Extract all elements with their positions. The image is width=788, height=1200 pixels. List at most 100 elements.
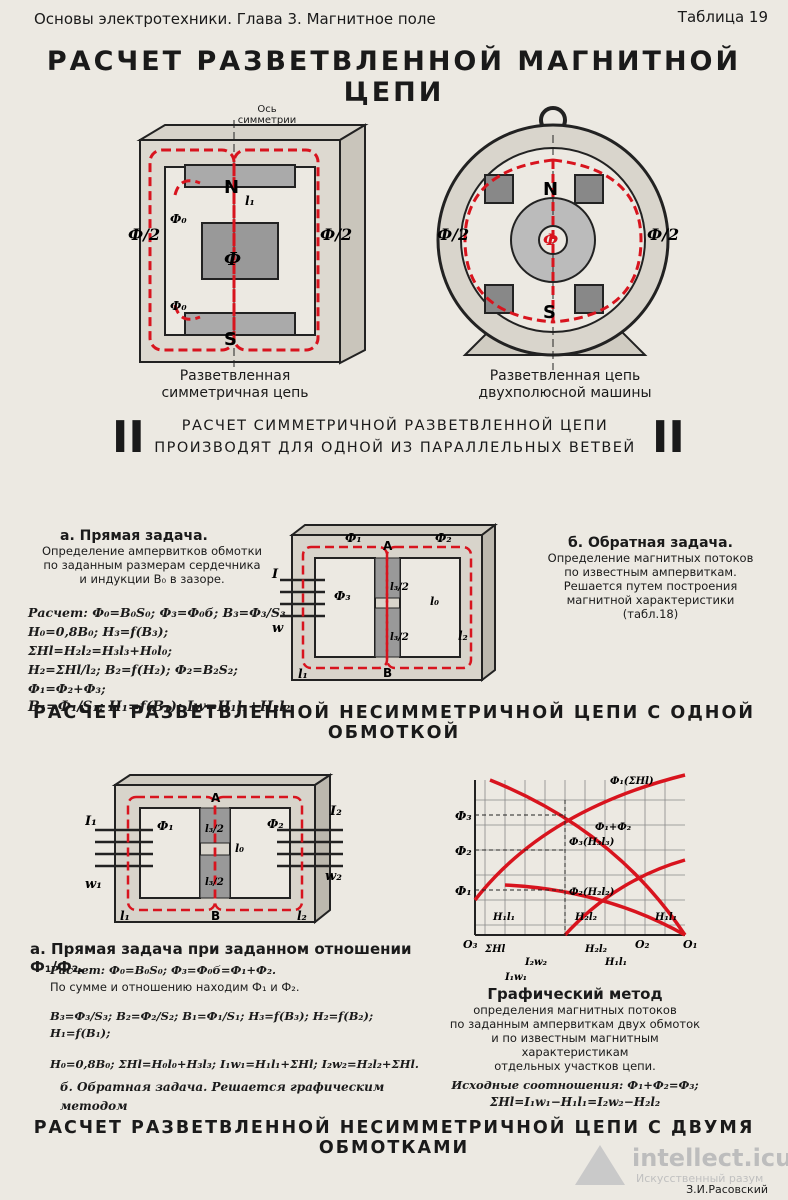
s2-b-title: б. Обратная задача. bbox=[568, 535, 733, 551]
s2-l3-bottom: l₃/2 bbox=[390, 632, 409, 643]
s2-phi1: Ф₁ bbox=[345, 531, 362, 545]
phi0-top: Ф₀ bbox=[170, 212, 187, 226]
s2-a-title: а. Прямая задача. bbox=[60, 528, 208, 544]
s2-eq3: H₂=ΣHl/l₂; B₂=f(H₂); Ф₂=B₂S₂; Ф₁=Ф₂+Ф₃; bbox=[28, 662, 238, 696]
graph-method-title: Графический метод bbox=[487, 985, 663, 1003]
banner-bars-right: II bbox=[652, 412, 685, 463]
graph-h1l1-left: H₁l₁ bbox=[492, 912, 515, 923]
s3-w1: w₁ bbox=[85, 877, 102, 892]
graph-curve-sum: Ф₁+Ф₂ bbox=[595, 822, 632, 833]
s2-inverse-task: б. Обратная задача. Определение магнитны… bbox=[538, 535, 763, 621]
s3-phi2: Ф₂ bbox=[267, 817, 284, 831]
s2-winding: w bbox=[272, 621, 284, 636]
header-left: Основы электротехники. Глава 3. Магнитно… bbox=[34, 10, 436, 28]
banner-line-2: ПРОИЗВОДЯТ ДЛЯ ОДНОЙ ИЗ ПАРАЛЛЕЛЬНЫХ ВЕТ… bbox=[154, 440, 636, 456]
s2-l3-top: l₃/2 bbox=[390, 582, 409, 593]
phi-center: Ф bbox=[224, 249, 241, 270]
s3-b-text: б. Обратная задача. Решается графическим… bbox=[60, 1080, 385, 1113]
s3-i2: I₂ bbox=[329, 804, 342, 819]
s3-l0: l₀ bbox=[235, 842, 244, 855]
graph-phi2: Ф₂ bbox=[455, 844, 472, 858]
machine-pole-s: S bbox=[543, 302, 556, 323]
phi-half-right: Ф/2 bbox=[320, 225, 352, 244]
l1-top: l₁ bbox=[245, 194, 255, 208]
banner-bars-left: II bbox=[112, 412, 145, 463]
graph-o3: O₃ bbox=[463, 938, 478, 951]
graph-i1w1: I₁w₁ bbox=[504, 972, 527, 983]
machine-phi-center: Ф bbox=[543, 230, 558, 249]
s3-i1: I₁ bbox=[85, 814, 97, 829]
s3-a-title: а. Прямая задача при заданном отношении … bbox=[30, 940, 412, 976]
graph-o1: O₁ bbox=[683, 938, 697, 951]
s3-l2: l₂ bbox=[297, 909, 307, 923]
two-pole-machine-diagram: N S Ф/2 Ф/2 Ф bbox=[436, 106, 679, 370]
pole-s: S bbox=[224, 329, 237, 350]
graph-h2l2: H₂l₂ bbox=[584, 944, 608, 955]
s2-phi3: Ф₃ bbox=[334, 589, 351, 603]
banner-text: РАСЧЕТ СИММЕТРИЧНОЙ РАЗВЕТВЛЕННОЙ ЦЕПИ П… bbox=[140, 415, 650, 459]
s3-eq3: B₃=Ф₃/S₃; B₂=Ф₂/S₂; B₁=Ф₁/S₁; H₃=f(B₃); … bbox=[50, 1009, 374, 1040]
s3-eq2: По сумме и отношению находим Ф₁ и Ф₂. bbox=[50, 980, 300, 994]
graph-curve-phi3: Ф₃(H₃l₃) bbox=[569, 837, 615, 848]
graph-h2l2-top: H₂l₂ bbox=[574, 912, 598, 923]
s2-b-text: Определение магнитных потоков по известн… bbox=[547, 551, 754, 621]
graph-h1l1-right: H₁l₁ bbox=[654, 912, 677, 923]
graph-relations2: ΣHl=I₁w₁−H₁l₁=I₂w₂−H₂l₂ bbox=[489, 1095, 661, 1109]
watermark: intellect.icu Искусственный разум bbox=[570, 1140, 788, 1190]
s3-eq1: Расчет: Ф₀=B₀S₀; Ф₃=Ф₀б=Ф₁+Ф₂. bbox=[50, 963, 276, 977]
banner-line-1: РАСЧЕТ СИММЕТРИЧНОЙ РАЗВЕТВЛЕННОЙ ЦЕПИ bbox=[181, 418, 609, 434]
graph-description: Графический метод определения магнитных … bbox=[445, 985, 705, 1111]
watermark-subtitle: Искусственный разум bbox=[636, 1172, 764, 1185]
author: З.И.Расовский bbox=[686, 1183, 768, 1196]
s3-eq4: H₀=0,8B₀; ΣHl=H₀l₀+H₃l₃; I₁w₁=H₁l₁+ΣHl; … bbox=[50, 1057, 419, 1071]
s3-l1: l₁ bbox=[120, 909, 130, 923]
s2-direct-task: а. Прямая задача. Определение ампервитко… bbox=[32, 528, 272, 586]
watermark-logo-icon bbox=[575, 1145, 625, 1185]
machine-phi-half-right: Ф/2 bbox=[647, 225, 679, 244]
watermark-text: intellect.icu bbox=[632, 1144, 788, 1172]
graphical-method-chart: Ф₃ Ф₂ Ф₁ Ф₁(ΣHl) Ф₁+Ф₂ Ф₃(H₃l₃) Ф₂(H₂l₂)… bbox=[455, 773, 697, 983]
s3-phi1: Ф₁ bbox=[157, 819, 174, 833]
s2-node-b: B bbox=[383, 666, 392, 680]
fig1-caption: Разветвленная симметричная цепь bbox=[161, 368, 309, 401]
s2-heading: РАСЧЕТ РАЗВЕТВЛЕННОЙ НЕСИММЕТРИЧНОЙ ЦЕПИ… bbox=[33, 703, 755, 743]
s2-current: I bbox=[271, 567, 279, 582]
graph-phi3: Ф₃ bbox=[455, 809, 472, 823]
graph-h1l1-bottom: H₁l₁ bbox=[604, 957, 627, 968]
s3-w2: w₂ bbox=[325, 869, 342, 884]
s3-heading: РАСЧЕТ РАЗВЕТВЛЕННОЙ НЕСИММЕТРИЧНОЙ ЦЕПИ… bbox=[33, 1118, 755, 1158]
s2-node-a: A bbox=[383, 539, 393, 553]
fig2-caption: Разветвленная цепь двухполюсной машины bbox=[478, 368, 652, 401]
page-title: РАСЧЕТ РАЗВЕТВЛЕННОЙ МАГНИТНОЙ ЦЕПИ bbox=[46, 46, 742, 108]
s2-a-text: Определение ампервитков обмотки по задан… bbox=[41, 544, 263, 586]
s2-l0: l₀ bbox=[430, 595, 439, 608]
s3-node-a: A bbox=[211, 791, 221, 805]
s2-equations: Расчет: Ф₀=B₀S₀; Ф₃=Ф₀б; B₃=Ф₃/S₃ H₀=0,8… bbox=[28, 603, 298, 717]
symmetric-core-diagram: Ф/2 Ф/2 Ф N S Ф₀ Ф₀ l₁ bbox=[128, 120, 369, 367]
graph-i2w2: I₂w₂ bbox=[524, 957, 548, 968]
graph-curve-phi1-shl: Ф₁(ΣHl) bbox=[610, 776, 654, 787]
s2-l1: l₁ bbox=[298, 667, 308, 681]
asym-core-two-windings-diagram: I₁ I₂ w₁ w₂ Ф₁ Ф₂ A B l₁ l₂ l₃/2 l₃/2 l₀ bbox=[85, 773, 343, 925]
s3-node-b: B bbox=[211, 909, 220, 923]
graph-phi1: Ф₁ bbox=[455, 884, 472, 898]
asym-core-single-winding-diagram: Ф₁ Ф₂ Ф₃ A B I w l₁ l₂ l₃/2 l₃/2 l₀ bbox=[271, 522, 498, 683]
s2-l2: l₂ bbox=[458, 629, 468, 643]
pole-n: N bbox=[224, 177, 239, 198]
s3-l3-top: l₃/2 bbox=[205, 824, 224, 835]
symmetry-axis-label: Ось симметрии bbox=[237, 104, 297, 126]
graph-curve-phi2: Ф₂(H₂l₂) bbox=[569, 887, 615, 898]
phi0-bottom: Ф₀ bbox=[170, 299, 187, 313]
machine-phi-half-left: Ф/2 bbox=[437, 225, 469, 244]
s2-eq2: H₀=0,8B₀; H₃=f(B₃); ΣHl=H₂l₂=H₃l₃+H₀l₀; bbox=[28, 624, 172, 658]
s3-equations: Расчет: Ф₀=B₀S₀; Ф₃=Ф₀б=Ф₁+Ф₂. По сумме … bbox=[50, 962, 430, 1073]
s2-eq1: Расчет: Ф₀=B₀S₀; Ф₃=Ф₀б; B₃=Ф₃/S₃ bbox=[28, 605, 286, 620]
phi-half-left: Ф/2 bbox=[128, 225, 160, 244]
graph-relations: Исходные соотношения: Ф₁+Ф₂=Ф₃; bbox=[451, 1078, 699, 1092]
header-right: Таблица 19 bbox=[677, 8, 768, 26]
graph-o2: O₂ bbox=[635, 938, 650, 951]
s3-l3-bottom: l₃/2 bbox=[205, 877, 224, 888]
machine-pole-n: N bbox=[543, 179, 558, 200]
s2-phi2: Ф₂ bbox=[435, 531, 452, 545]
graph-shl: ΣHl bbox=[484, 944, 506, 955]
